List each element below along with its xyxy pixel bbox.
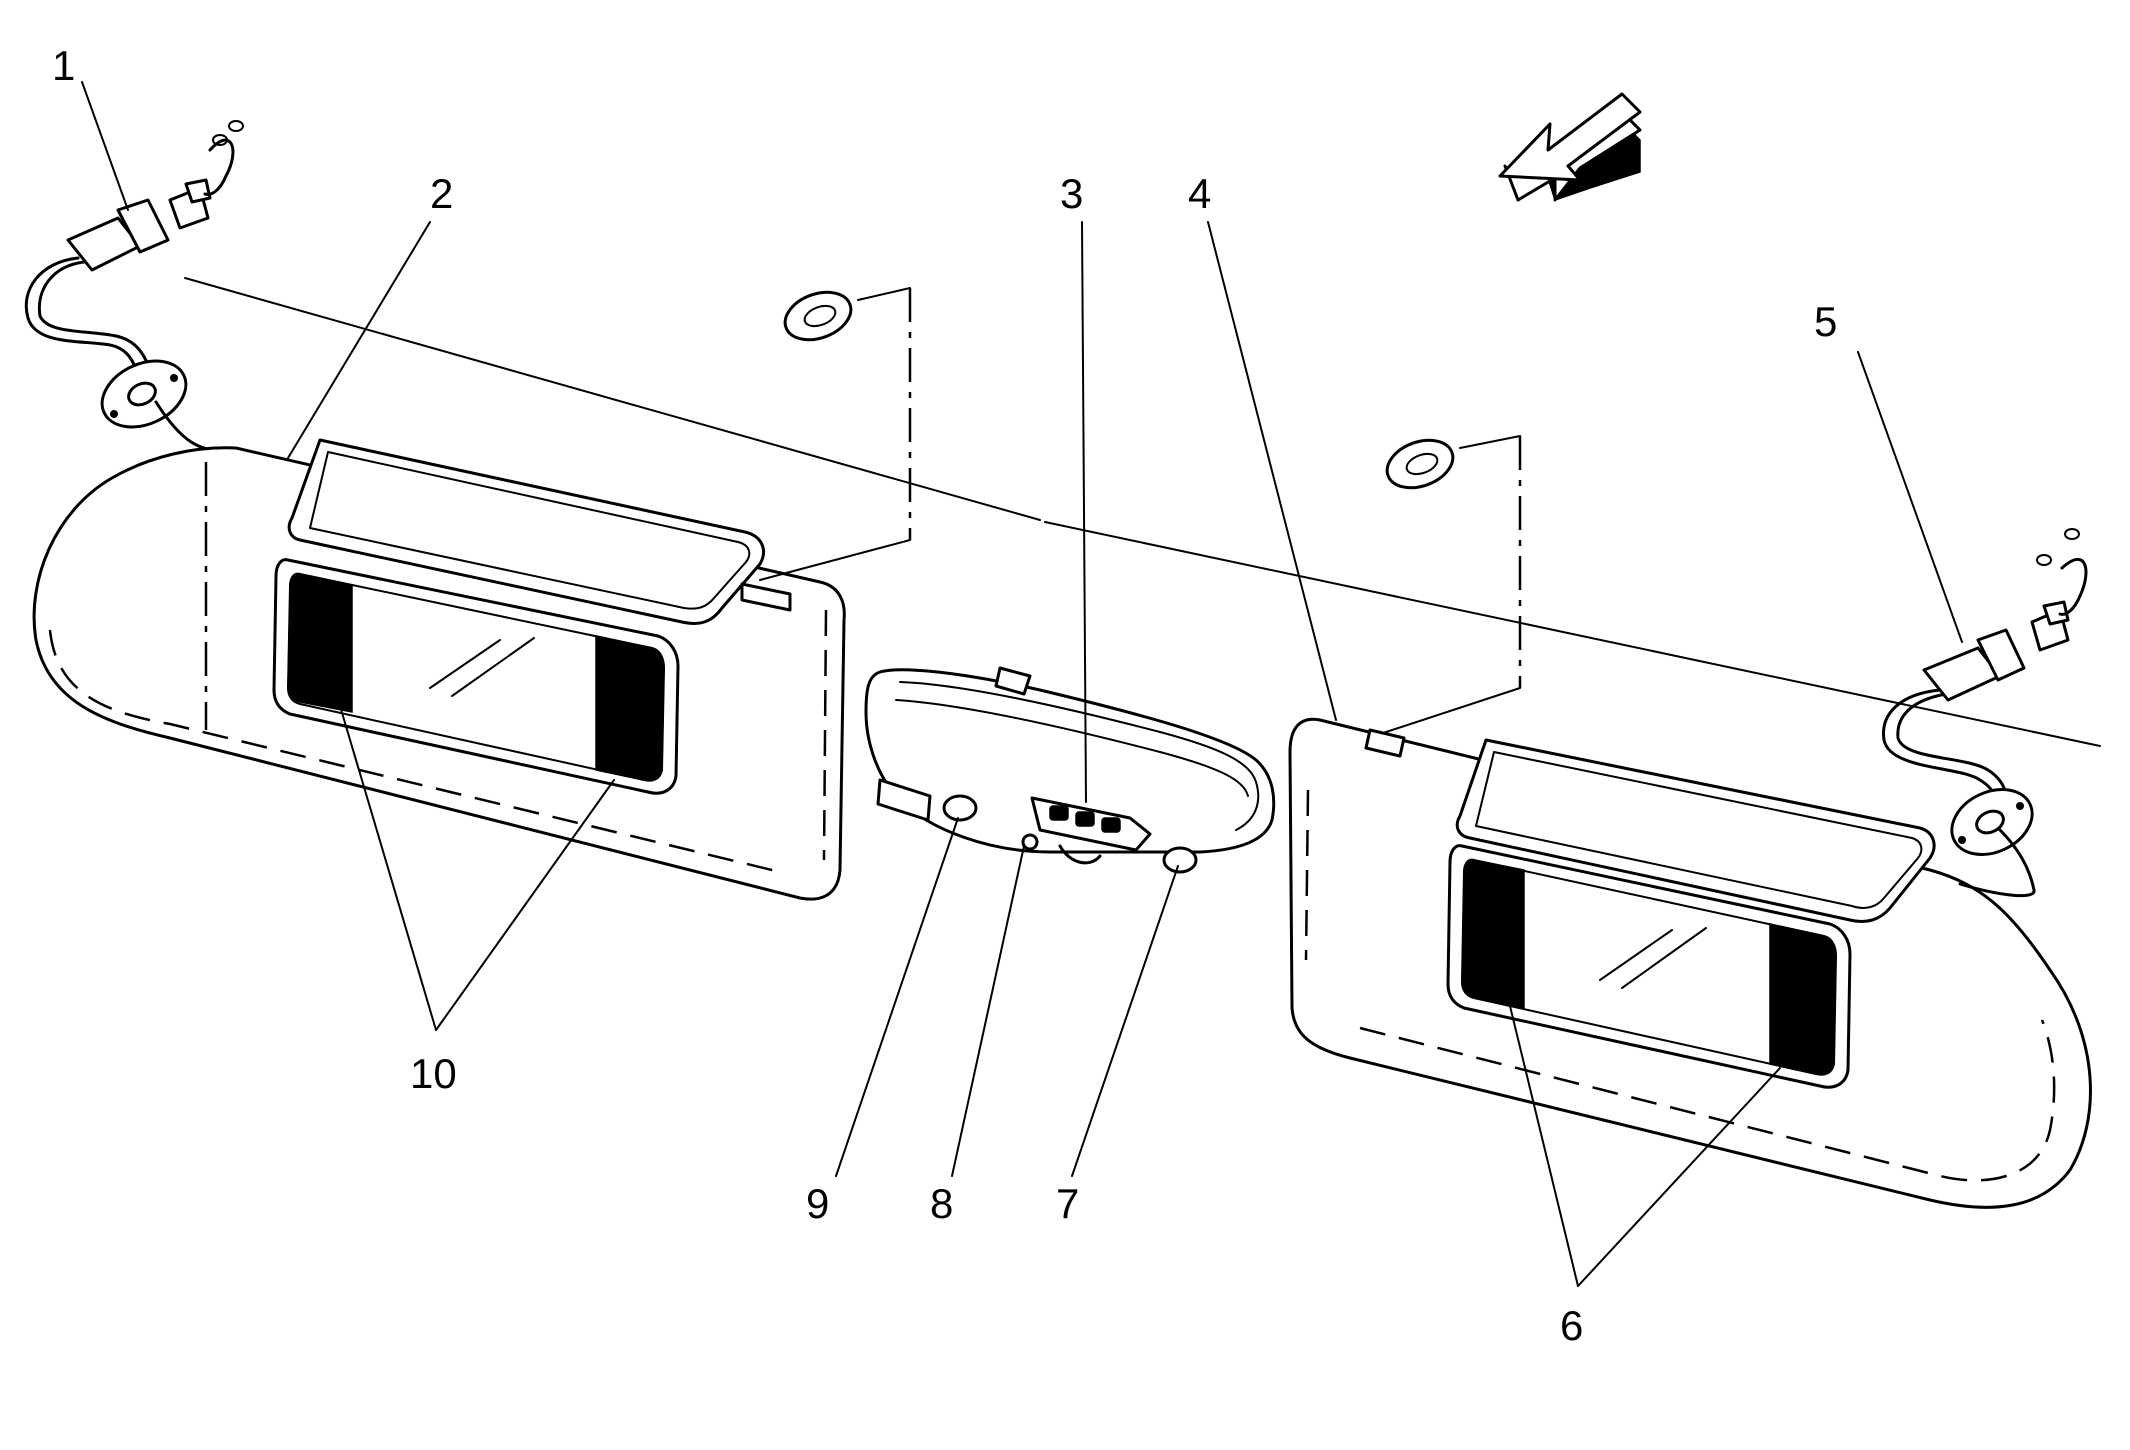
left-visor-connector — [24, 120, 244, 453]
roof-reference-line-left — [184, 277, 1041, 521]
callout-7: 7 — [1056, 1180, 1079, 1227]
forward-direction-arrow-icon — [1498, 92, 1642, 202]
right-visor-connector — [1882, 528, 2088, 898]
callout-4: 4 — [1188, 170, 1211, 217]
inside-rearview-mirror — [864, 666, 1276, 874]
callout-9: 9 — [806, 1180, 829, 1227]
callout-6: 6 — [1560, 1302, 1583, 1349]
left-sun-visor — [32, 438, 846, 901]
right-sun-visor — [1288, 717, 2092, 1209]
callout-8: 8 — [930, 1180, 953, 1227]
callout-2: 2 — [430, 170, 453, 217]
leader-lines — [81, 81, 1963, 1287]
left-visor-clip — [759, 287, 912, 581]
roof-reference-line-right — [1044, 521, 2101, 747]
callout-1: 1 — [52, 42, 75, 89]
callout-5: 5 — [1814, 298, 1837, 345]
callout-3: 3 — [1060, 170, 1083, 217]
callout-10: 10 — [410, 1050, 457, 1097]
right-visor-clip — [1379, 435, 1522, 735]
